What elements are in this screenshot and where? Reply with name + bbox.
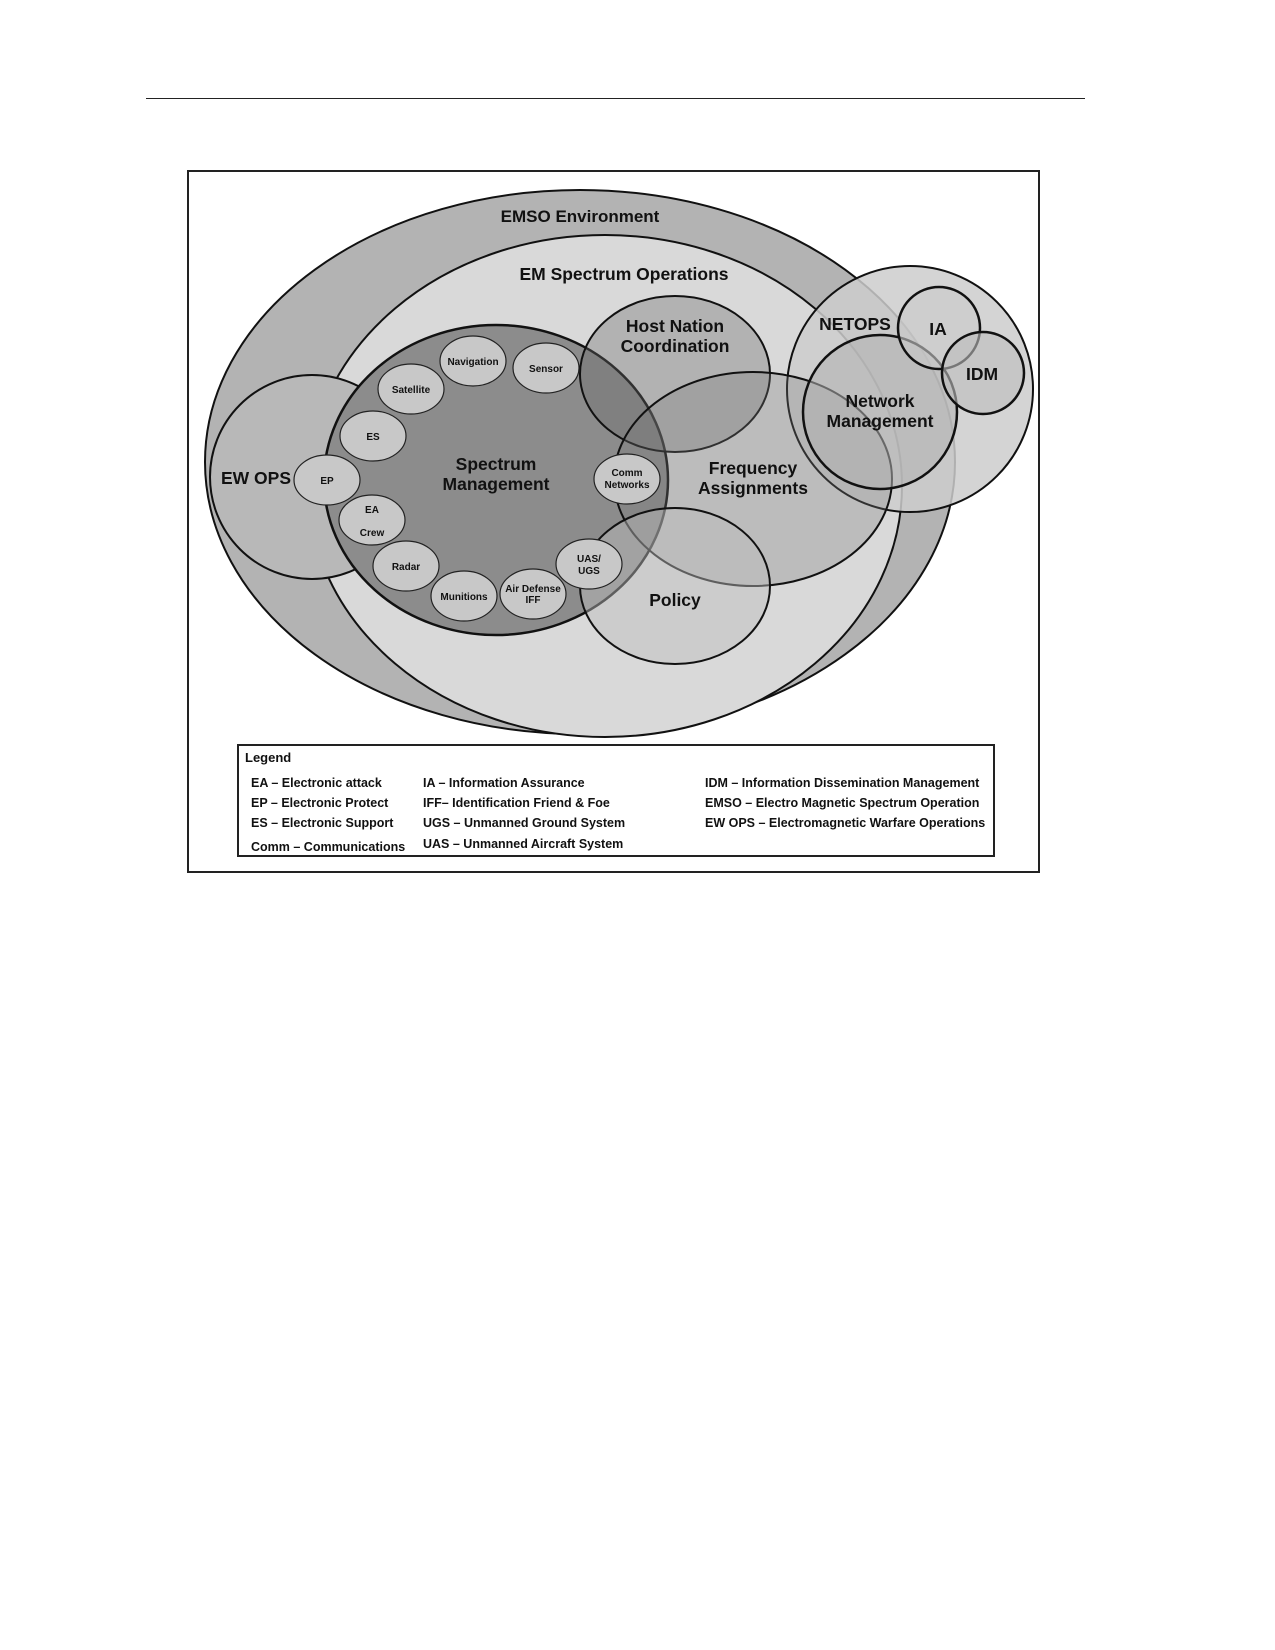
comm-label-line2: Networks <box>604 480 649 491</box>
legend-entry-ia: IA – Information Assurance <box>423 776 585 790</box>
host-nation-label-line1: Host Nation <box>626 316 724 336</box>
ea-crew-circle <box>338 494 406 546</box>
sensor-label: Sensor <box>529 364 563 375</box>
crew-label: Crew <box>360 528 385 539</box>
comm-networks-circle <box>593 453 661 505</box>
emso-environment-label: EMSO Environment <box>501 207 660 226</box>
uas-ugs-circle <box>555 538 623 590</box>
air-defense-label-line1: Air Defense <box>505 584 561 595</box>
spectrum-management-label-line2: Management <box>443 474 550 494</box>
host-nation-label-line2: Coordination <box>621 336 730 356</box>
comm-label-line1: Comm <box>611 468 642 479</box>
legend-entry-ugs: UGS – Unmanned Ground System <box>423 816 626 830</box>
idm-label: IDM <box>966 364 998 384</box>
es-circle <box>339 410 407 462</box>
sensor-circle <box>512 342 580 394</box>
legend-entry-uas: UAS – Unmanned Aircraft System <box>423 837 624 851</box>
munitions-circle <box>430 570 498 622</box>
munitions-label: Munitions <box>440 592 488 603</box>
legend-entry-iff: IFF– Identification Friend & Foe <box>423 796 610 810</box>
ea-label: EA <box>365 505 379 516</box>
radar-circle <box>372 540 440 592</box>
legend-entry-emso: EMSO – Electro Magnetic Spectrum Operati… <box>705 796 980 810</box>
legend-entry-ep: EP – Electronic Protect <box>251 796 389 810</box>
air-defense-circle <box>499 568 567 620</box>
netops-label: NETOPS <box>819 314 891 334</box>
legend-box: Legend EA – Electronic attack EP – Elect… <box>237 744 995 857</box>
legend-entry-comm: Comm – Communications <box>251 840 406 854</box>
em-spectrum-operations-label: EM Spectrum Operations <box>519 264 728 284</box>
figure-frame <box>187 170 1040 873</box>
legend-title: Legend <box>245 750 292 765</box>
navigation-circle <box>439 335 507 387</box>
legend-entry-ew-ops: EW OPS – Electromagnetic Warfare Operati… <box>705 816 986 830</box>
uas-label-line2: UGS <box>578 566 600 577</box>
ep-circle <box>293 454 361 506</box>
es-label: ES <box>366 432 380 443</box>
satellite-circle <box>377 363 445 415</box>
satellite-label: Satellite <box>392 385 431 396</box>
uas-label-line1: UAS/ <box>577 554 601 565</box>
legend-entry-es: ES – Electronic Support <box>251 816 394 830</box>
radar-label: Radar <box>392 562 420 573</box>
network-management-label-line2: Management <box>827 411 934 431</box>
legend-entry-idm: IDM – Information Dissemination Manageme… <box>705 776 980 790</box>
navigation-label: Navigation <box>447 357 498 368</box>
legend-entry-ea: EA – Electronic attack <box>251 776 382 790</box>
frequency-assignments-label-line1: Frequency <box>709 458 798 478</box>
small-circles-group <box>293 335 661 622</box>
host-nation-coordination-ellipse <box>579 295 771 453</box>
policy-label: Policy <box>649 590 701 610</box>
network-management-label-line1: Network <box>845 391 914 411</box>
ep-label: EP <box>320 476 334 487</box>
ia-label: IA <box>929 319 947 339</box>
idm-circle <box>940 330 1026 416</box>
air-defense-label-line2: IFF <box>526 595 541 606</box>
page-top-rule <box>146 98 1085 99</box>
spectrum-management-label-line1: Spectrum <box>456 454 537 474</box>
network-management-circle <box>801 333 959 491</box>
frequency-assignments-label-line2: Assignments <box>698 478 808 498</box>
ew-ops-label: EW OPS <box>221 468 291 488</box>
policy-ellipse <box>579 507 771 665</box>
